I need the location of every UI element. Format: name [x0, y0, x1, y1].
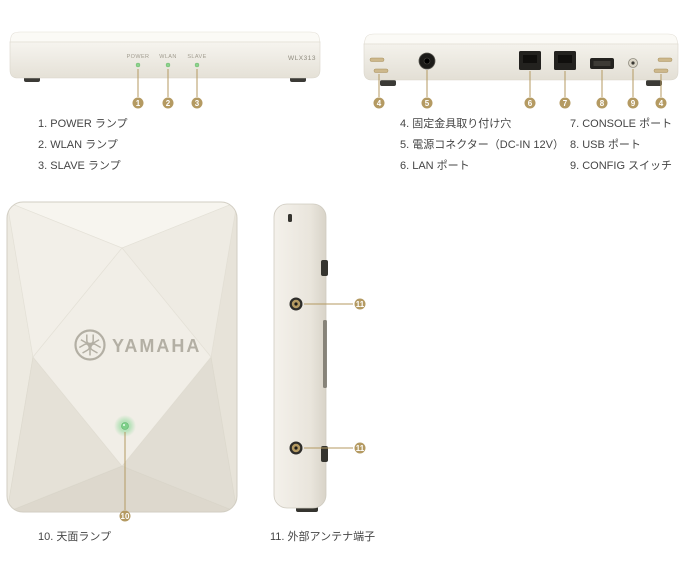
panel-led-icon [121, 422, 129, 430]
callout-11-top-number: 11 [356, 300, 365, 309]
callout-10-number: 10 [121, 512, 130, 521]
mount-hole [657, 57, 673, 62]
callout-9-number: 9 [631, 99, 636, 108]
device-top-face [363, 33, 679, 45]
callout-9 [627, 97, 639, 109]
callout-11-bottom [354, 442, 366, 454]
yamaha-logo: YAMAHA [74, 329, 201, 361]
legend-item: 6. LAN ポート [400, 160, 470, 172]
callout-5-number: 5 [425, 99, 430, 108]
lan-port-inner [523, 55, 537, 63]
legend-item: 9. CONFIG スイッチ [570, 160, 673, 172]
yamaha-logo-text: YAMAHA [112, 336, 201, 356]
mount-hole [653, 68, 669, 73]
config-switch-center [631, 61, 635, 65]
callout-4-right-number: 4 [659, 99, 664, 108]
legend-column-2: 4. 固定金具取り付け穴 5. 電源コネクター（DC-IN 12V） 6. LA… [400, 114, 564, 177]
callout-7-number: 7 [563, 99, 568, 108]
model-label: WLX313 [288, 55, 316, 62]
device-foot [380, 80, 396, 86]
led-label-slave: SLAVE [187, 54, 206, 60]
callout-3-number: 3 [195, 99, 200, 108]
callout-3 [191, 97, 203, 109]
legend-column-1: 1. POWER ランプ 2. WLAN ランプ 3. SLAVE ランプ [38, 114, 128, 177]
power-connector-pin [423, 57, 431, 65]
callout-4-left-number: 4 [377, 99, 382, 108]
panel-view: YAMAHA 10 [6, 201, 238, 522]
callout-8-number: 8 [600, 99, 605, 108]
led-label-power: POWER [127, 54, 150, 60]
legend-item: 5. 電源コネクター（DC-IN 12V） [400, 139, 564, 151]
antenna-connector-pin [294, 446, 298, 450]
callout-2-number: 2 [166, 99, 171, 108]
mount-hole [369, 57, 385, 62]
rear-bracket-tab [321, 260, 328, 276]
callout-6 [524, 97, 536, 109]
panel-facets [7, 202, 237, 512]
callout-10 [119, 510, 131, 522]
side-top-marker [288, 214, 292, 222]
callout-1-number: 1 [136, 99, 141, 108]
rear-bracket-tab [321, 446, 328, 462]
front-view: POWER WLAN SLAVE WLX313 1 2 3 [9, 31, 321, 109]
legend-item: 1. POWER ランプ [38, 118, 128, 130]
side-view: 11 11 [273, 203, 366, 512]
rear-view: 4 5 6 7 8 9 4 [363, 33, 679, 109]
panel-led-highlight [123, 424, 125, 426]
callout-11-bottom-number: 11 [356, 444, 365, 453]
antenna-connector-pin [294, 302, 298, 306]
device-front-face [9, 41, 321, 79]
device-top-face [9, 31, 321, 43]
legend-item: 2. WLAN ランプ [38, 139, 118, 151]
slave-led-icon [194, 62, 200, 68]
rear-bracket-rail [323, 320, 327, 388]
yamaha-tuning-fork-icon [74, 329, 106, 361]
mount-hole [373, 68, 389, 73]
callout-6-number: 6 [528, 99, 533, 108]
usb-port-inner [593, 61, 611, 66]
side-body [273, 203, 327, 509]
legend-item: 3. SLAVE ランプ [38, 160, 121, 172]
callout-4-left [373, 97, 385, 109]
yamaha-forks [78, 334, 102, 356]
callout-2 [162, 97, 174, 109]
wlan-led-icon [165, 62, 171, 68]
device-foot [646, 80, 662, 86]
legend-item: 4. 固定金具取り付け穴 [400, 118, 512, 130]
led-label-wlan: WLAN [159, 54, 177, 60]
power-led-icon [135, 62, 141, 68]
legend-item-10: 10. 天面ランプ [38, 531, 112, 543]
legend-item-11: 11. 外部アンテナ端子 [270, 531, 376, 543]
legend-item: 8. USB ポート [570, 139, 641, 151]
callout-7 [559, 97, 571, 109]
legend-column-3: 7. CONSOLE ポート 8. USB ポート 9. CONFIG スイッチ [570, 114, 672, 177]
callout-1 [132, 97, 144, 109]
callout-8 [596, 97, 608, 109]
console-port-inner [558, 55, 572, 63]
legend-item: 7. CONSOLE ポート [570, 118, 673, 130]
callout-11-top [354, 298, 366, 310]
callout-5 [421, 97, 433, 109]
callout-4-right [655, 97, 667, 109]
